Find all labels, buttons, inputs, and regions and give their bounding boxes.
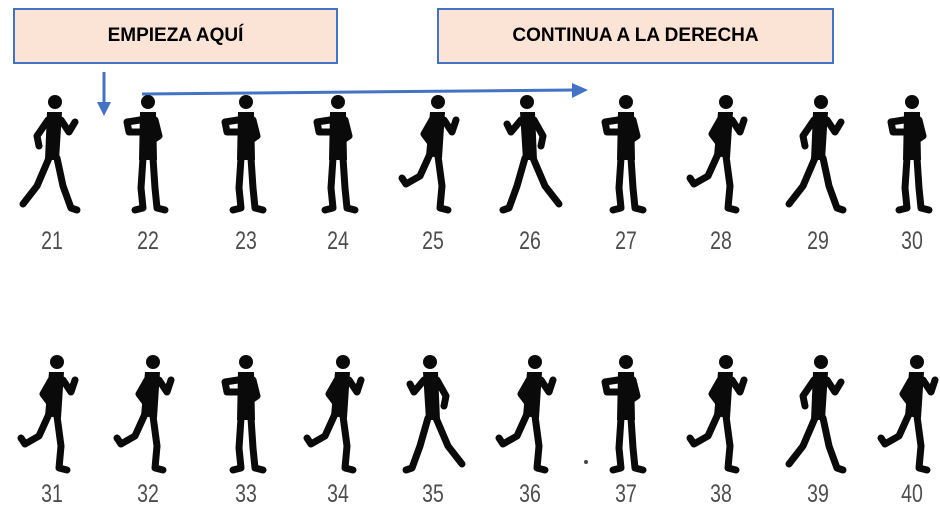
step-number: 29 — [807, 227, 829, 255]
step-number: 38 — [710, 480, 732, 508]
dancer-figure — [398, 92, 468, 227]
dancer-figure — [686, 92, 756, 227]
step-number: 28 — [710, 227, 732, 255]
dancer-figure — [495, 92, 565, 227]
dancer-figure — [783, 352, 853, 487]
dancer-figure — [113, 92, 183, 227]
dancer-silhouette-icon — [785, 95, 847, 214]
dancer-silhouette-icon — [313, 95, 359, 214]
right-arrow-icon — [141, 83, 588, 98]
step-number: 31 — [41, 480, 63, 508]
dancer-silhouette-icon — [686, 95, 748, 214]
dancer-figure — [303, 92, 373, 227]
dancer-figure — [877, 92, 940, 227]
step-number: 21 — [41, 227, 63, 255]
step-number: 35 — [422, 480, 444, 508]
dancer-silhouette-icon — [123, 95, 169, 214]
dancer-silhouette-icon — [499, 95, 563, 214]
dancer-silhouette-icon — [303, 355, 365, 474]
dancer-silhouette-icon — [877, 355, 939, 474]
dancer-silhouette-icon — [19, 95, 81, 214]
dancer-silhouette-icon — [221, 95, 267, 214]
dancer-figure — [495, 352, 565, 487]
dancer-figure — [591, 92, 661, 227]
dancer-silhouette-icon — [601, 355, 647, 474]
dancer-figure — [113, 352, 183, 487]
down-arrow-icon — [97, 72, 111, 116]
step-number: 39 — [807, 480, 829, 508]
dancer-silhouette-icon — [402, 355, 466, 474]
dancer-silhouette-icon — [601, 95, 647, 214]
step-number: 27 — [615, 227, 637, 255]
dancer-figure — [303, 352, 373, 487]
step-number: 30 — [901, 227, 923, 255]
step-number: 37 — [615, 480, 637, 508]
dancer-figure — [783, 92, 853, 227]
dancer-figure — [877, 352, 940, 487]
dancer-silhouette-icon — [887, 95, 933, 214]
step-number: 33 — [235, 480, 257, 508]
dancer-figure — [211, 352, 281, 487]
step-number: 40 — [901, 480, 923, 508]
dancer-figure — [211, 92, 281, 227]
step-number: 25 — [422, 227, 444, 255]
start-here-label: EMPIEZA AQUÍ — [13, 8, 338, 64]
step-number: 36 — [519, 480, 541, 508]
dancer-silhouette-icon — [17, 355, 79, 474]
dancer-figure — [686, 352, 756, 487]
dancer-figure — [591, 352, 661, 487]
dancer-silhouette-icon — [221, 355, 267, 474]
step-number: 26 — [519, 227, 541, 255]
dancer-silhouette-icon — [785, 355, 847, 474]
dancer-figure — [17, 92, 87, 227]
dancer-silhouette-icon — [495, 355, 557, 474]
step-number: 23 — [235, 227, 257, 255]
step-number: 32 — [137, 480, 159, 508]
dancer-silhouette-icon — [686, 355, 748, 474]
dancer-figure — [17, 352, 87, 487]
dancer-figure — [398, 352, 468, 487]
step-number: 24 — [327, 227, 349, 255]
dancer-silhouette-icon — [113, 355, 175, 474]
step-number: 22 — [137, 227, 159, 255]
continue-right-label: CONTINUA A LA DERECHA — [437, 8, 834, 64]
dancer-silhouette-icon — [398, 95, 460, 214]
step-number: 34 — [327, 480, 349, 508]
stray-dot — [584, 460, 588, 464]
